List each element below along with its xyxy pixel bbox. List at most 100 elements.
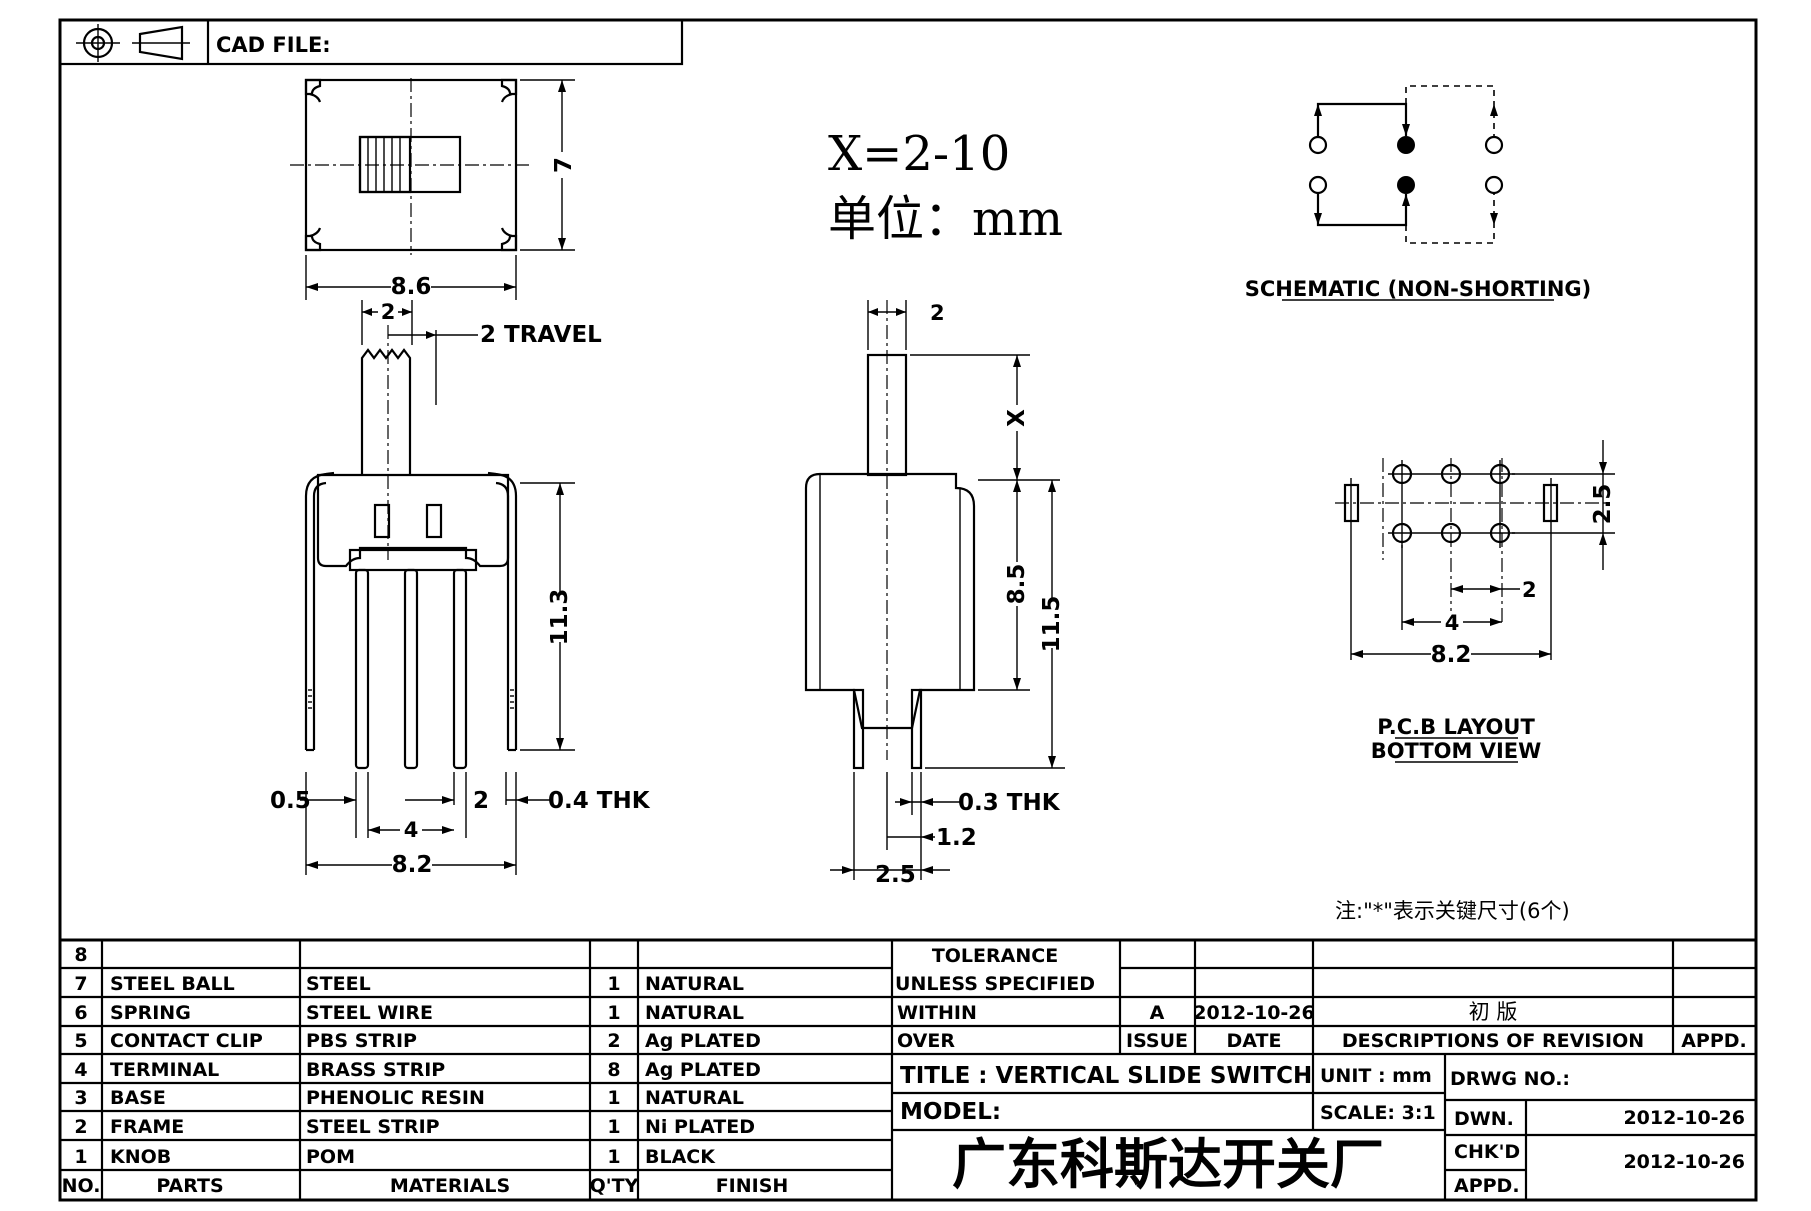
bom-cell-material: PBS STRIP — [306, 1030, 417, 1052]
model-label: MODEL: — [900, 1099, 1001, 1125]
pcb-label-2: BOTTOM VIEW — [1371, 739, 1542, 763]
bom-cell-material: POM — [306, 1146, 355, 1168]
bom-cell-qty: 2 — [607, 1030, 620, 1052]
x-range-note: X=2-10 — [828, 126, 1010, 182]
side-span-dim: 4 — [404, 818, 419, 842]
unit-field: UNIT : mm — [1320, 1065, 1432, 1087]
scale-field: SCALE: 3:1 — [1320, 1102, 1436, 1124]
front-offset-dim: 1.2 — [936, 825, 977, 851]
front-view: 2 X 8.5 11.5 0.3 THK 1.2 — [804, 300, 1065, 888]
travel-dim: 2 TRAVEL — [480, 322, 602, 348]
bom-cell-material: PHENOLIC RESIN — [306, 1087, 485, 1109]
bom-cell-qty: 1 — [607, 1087, 620, 1109]
bom-header-finish: FINISH — [716, 1175, 789, 1197]
bom-header-parts: PARTS — [156, 1175, 223, 1197]
front-thk-dim: 0.3 THK — [958, 790, 1061, 816]
issue-value: A — [1150, 1002, 1165, 1024]
drawing-title: TITLE : VERTICAL SLIDE SWITCH — [900, 1063, 1312, 1089]
top-height-dim: 7 — [551, 157, 577, 173]
bom-cell-no: 2 — [74, 1116, 87, 1138]
front-x-dim: X — [1004, 409, 1030, 427]
bom-header-no: NO. — [62, 1175, 101, 1197]
bom-cell-qty: 1 — [607, 1146, 620, 1168]
schematic: SCHEMATIC (NON-SHORTING) — [1245, 85, 1591, 301]
contact-open — [1484, 175, 1504, 195]
tolerance-label: TOLERANCE — [932, 945, 1058, 967]
issue-date: 2012-10-26 — [1193, 1002, 1315, 1024]
key-dimension-note: 注:"*"表示关键尺寸(6个) — [1335, 899, 1570, 923]
dwn-label: DWN. — [1454, 1108, 1514, 1130]
contact-common — [1397, 176, 1415, 194]
front-knob-dim: 2 — [930, 301, 945, 325]
bom-cell-material: BRASS STRIP — [306, 1059, 445, 1081]
company-name: 广东科斯达开关厂 — [952, 1133, 1384, 1196]
top-view: 8.6 7 — [290, 78, 577, 300]
bom-cell-part: KNOB — [110, 1146, 171, 1168]
bom-header-materials: MATERIALS — [390, 1175, 510, 1197]
contact-open — [1308, 175, 1328, 195]
drwg-no-label: DRWG NO.: — [1450, 1068, 1570, 1090]
bom-cell-part: FRAME — [110, 1116, 184, 1138]
unit-note: 单位：mm — [828, 191, 1063, 247]
bom-cell-qty: 8 — [607, 1059, 620, 1081]
bom-cell-no: 1 — [74, 1146, 87, 1168]
pcb-row-dim: 2.5 — [1590, 484, 1616, 525]
side-thk-dim: 0.4 THK — [548, 788, 651, 814]
front-spacing-dim: 2.5 — [875, 862, 916, 888]
side-pitch-dim: 2 — [473, 788, 489, 814]
bom-cell-no: 3 — [74, 1087, 87, 1109]
revision-desc-label: DESCRIPTIONS OF REVISION — [1342, 1030, 1644, 1052]
pcb-label-1: P.C.B LAYOUT — [1377, 715, 1535, 739]
pcb-overall-dim: 8.2 — [1431, 642, 1472, 668]
schematic-label: SCHEMATIC (NON-SHORTING) — [1245, 277, 1591, 301]
bom-cell-finish: BLACK — [645, 1146, 716, 1168]
unless-label: UNLESS SPECIFIED — [895, 973, 1095, 995]
bom-cell-finish: Ag PLATED — [645, 1030, 761, 1052]
over-label: OVER — [897, 1030, 955, 1052]
bom-cell-finish: Ag PLATED — [645, 1059, 761, 1081]
revision-appd-label: APPD. — [1681, 1030, 1747, 1052]
bom-cell-no: 6 — [74, 1002, 87, 1024]
bom-cell-qty: 1 — [607, 1002, 620, 1024]
front-total-dim: 11.5 — [1039, 596, 1065, 653]
bom-header-qty: Q'TY — [590, 1175, 639, 1197]
date-label: DATE — [1227, 1030, 1282, 1052]
dwn-date: 2012-10-26 — [1623, 1107, 1745, 1129]
bom-cell-part: CONTACT CLIP — [110, 1030, 263, 1052]
contact-open — [1308, 135, 1328, 155]
bom-cell-no: 5 — [74, 1030, 87, 1052]
bom-cell-part: STEEL BALL — [110, 973, 235, 995]
side-left-dim: 0.5 — [270, 788, 311, 814]
side-overall-dim: 8.2 — [392, 852, 433, 878]
side-knob-dim: 2 — [381, 300, 396, 324]
sheet-border — [58, 18, 1758, 1202]
bom-cell-material: STEEL — [306, 973, 371, 995]
issue-label: ISSUE — [1126, 1030, 1188, 1052]
bom-cell-finish: Ni PLATED — [645, 1116, 755, 1138]
bom-cell-finish: NATURAL — [645, 1087, 744, 1109]
bom-cell-qty: 1 — [607, 1116, 620, 1138]
bom-cell-material: STEEL STRIP — [306, 1116, 440, 1138]
within-label: WITHIN — [897, 1002, 977, 1024]
bom-cell-finish: NATURAL — [645, 1002, 744, 1024]
title-block: TOLERANCE UNLESS SPECIFIED WITHIN OVER A… — [892, 940, 1756, 1200]
bom-cell-material: STEEL WIRE — [306, 1002, 433, 1024]
header-box: CAD FILE: — [58, 18, 684, 66]
side-view: 2 2 TRAVEL 11.3 0.5 2 0.4 THK 4 — [270, 300, 651, 878]
bom-cell-no: 4 — [74, 1059, 87, 1081]
pcb-pitch-dim: 2 — [1522, 578, 1537, 602]
side-height-dim: 11.3 — [547, 589, 573, 646]
bom-cell-part: BASE — [110, 1087, 166, 1109]
chkd-label: CHK'D — [1454, 1141, 1520, 1163]
contact-open — [1484, 135, 1504, 155]
revision-desc: 初 版 — [1469, 1000, 1518, 1024]
bom-cell-qty: 1 — [607, 973, 620, 995]
top-width-dim: 8.6 — [391, 274, 432, 300]
pcb-span-dim: 4 — [1445, 611, 1460, 635]
front-body-dim: 8.5 — [1004, 564, 1030, 605]
bom-cell-finish: NATURAL — [645, 973, 744, 995]
bom-cell-part: TERMINAL — [110, 1059, 219, 1081]
